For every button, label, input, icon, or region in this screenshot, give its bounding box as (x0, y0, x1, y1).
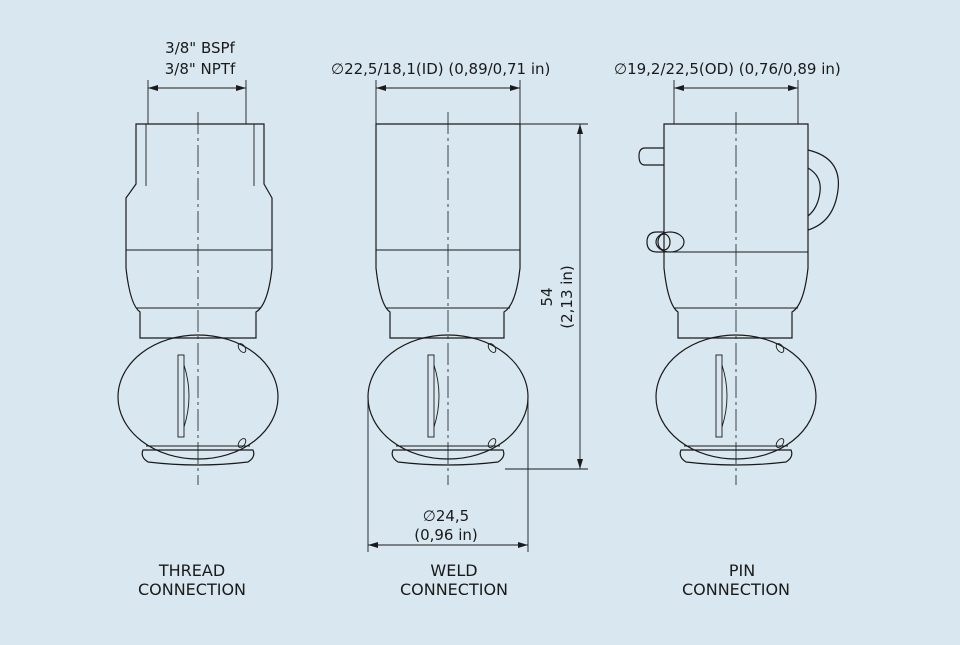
pin-diameter-dimension: ∅19,2/22,5(OD) (0,76/0,89 in) (614, 60, 841, 124)
diameter-icon: ∅ (331, 60, 344, 78)
pin-stub (638, 147, 664, 166)
weld-bottom-dim-in: (0,96 in) (414, 526, 478, 544)
thread-dim-label-nptf: 3/8" NPTf (165, 60, 236, 78)
weld-top-dim-label: ∅22,5/18,1(ID) (0,89/0,71 in) (331, 60, 550, 78)
thread-size-dimension: 3/8" BSPf 3/8" NPTf (147, 39, 247, 124)
thread-caption-line1: THREAD (158, 561, 225, 580)
pin-caption-line1: PIN (729, 561, 755, 580)
weld-diameter-bottom-dimension: ∅24,5 (0,96 in) (367, 397, 529, 552)
pin-stub-lower (646, 231, 664, 253)
weld-bottom-dim-mm: ∅24,5 (423, 507, 469, 525)
weld-caption-line1: WELD (430, 561, 477, 580)
thread-body (117, 123, 279, 466)
pin-handle (807, 149, 840, 231)
weld-connection-view: ∅22,5/18,1(ID) (0,89/0,71 in) 54 (2,13 i… (331, 60, 588, 599)
weld-height-mm: 54 (538, 287, 556, 306)
pin-connection-view: ∅19,2/22,5(OD) (0,76/0,89 in) PIN CONNEC… (614, 60, 841, 599)
weld-caption-line2: CONNECTION (400, 580, 508, 599)
diameter-icon: ∅ (614, 60, 627, 78)
pin-hole (655, 231, 685, 253)
thread-connection-view: 3/8" BSPf 3/8" NPTf THREAD CONNECTION (117, 39, 279, 599)
weld-height-in: (2,13 in) (558, 265, 576, 329)
weld-diameter-top-dimension: ∅22,5/18,1(ID) (0,89/0,71 in) (331, 60, 550, 124)
weld-height-dimension: 54 (2,13 in) (505, 123, 588, 470)
pin-top-dim-label: ∅19,2/22,5(OD) (0,76/0,89 in) (614, 60, 841, 78)
thread-dim-label-bspf: 3/8" BSPf (165, 39, 235, 57)
diameter-icon: ∅ (423, 507, 436, 525)
pin-body (638, 123, 840, 466)
pin-caption-line2: CONNECTION (682, 580, 790, 599)
thread-caption-line2: CONNECTION (138, 580, 246, 599)
